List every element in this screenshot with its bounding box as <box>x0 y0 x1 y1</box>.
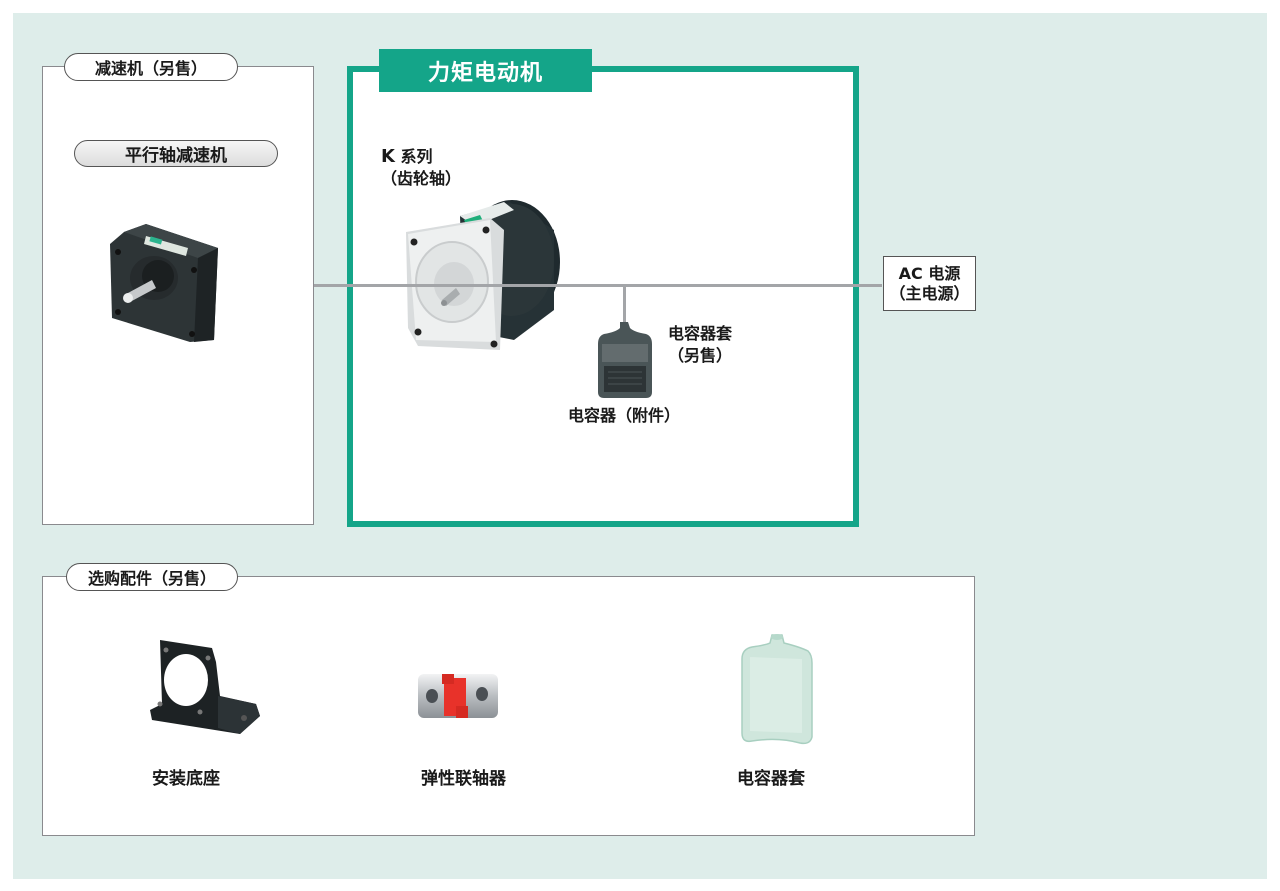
capacitor-cap-note: （另售） <box>668 346 733 365</box>
capacitor-cap-icon <box>741 634 813 745</box>
torque-motor-icon <box>406 200 560 350</box>
series-letter: K <box>381 146 395 167</box>
shaft-type-label: （齿轮轴） <box>381 169 462 188</box>
torque-motor-section <box>347 66 859 527</box>
gearhead-section-title: 减速机（另售） <box>64 53 238 81</box>
mounting-bracket-icon <box>150 640 260 734</box>
flexible-coupling-label: 弹性联轴器 <box>421 769 506 789</box>
torque-motor-title: 力矩电动机 <box>379 49 592 92</box>
capacitor-label: 电容器（附件） <box>568 406 681 425</box>
capacitor-connection-line <box>623 286 626 326</box>
capacitor-icon <box>598 322 652 398</box>
parallel-shaft-gearhead-label: 平行轴减速机 <box>74 140 278 167</box>
series-text: 系列 <box>394 147 433 166</box>
accessories-section-title: 选购配件（另售） <box>66 563 238 591</box>
mounting-bracket-label: 安装底座 <box>152 769 220 789</box>
ac-power-supply: AC 电源 （主电源） <box>883 256 976 311</box>
parallel-shaft-gearhead-icon <box>110 224 218 342</box>
capacitor-cap-accessory-label: 电容器套 <box>737 769 805 789</box>
ac-power-label: AC 电源 <box>898 263 961 283</box>
k-series-label: K 系列 （齿轮轴） <box>381 146 461 190</box>
capacitor-cap-label: 电容器套 （另售） <box>668 323 732 367</box>
main-power-label: （主电源） <box>889 283 970 303</box>
flexible-coupling-icon <box>418 674 498 718</box>
capacitor-cap-name: 电容器套 <box>668 324 733 343</box>
power-connection-line <box>314 284 882 287</box>
